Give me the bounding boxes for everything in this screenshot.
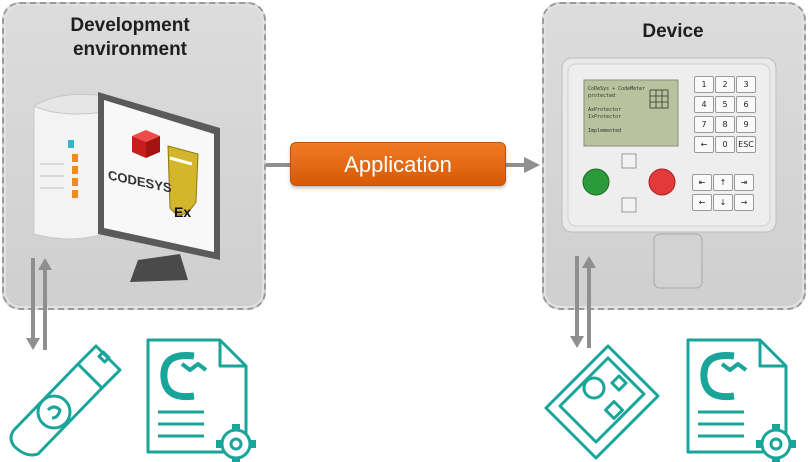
keypad-key: 5: [715, 96, 735, 113]
device-screen-line: Implemented: [588, 128, 622, 134]
keypad-key: ↓: [713, 194, 733, 211]
keypad-key: →: [734, 194, 754, 211]
application-box: Application: [290, 142, 506, 186]
keypad-key: 0: [715, 136, 735, 153]
up-down-arrows-icon: [26, 258, 52, 350]
device-screen-line: [588, 121, 650, 128]
device-screen-line: IxProtector: [588, 114, 622, 120]
keypad-key: 3: [736, 76, 756, 93]
gear-icon: [760, 428, 792, 460]
keypad-key: 2: [715, 76, 735, 93]
gear-icon: [220, 428, 252, 460]
device-screen-line: [588, 100, 650, 107]
cmcard-dongle-icon: [544, 344, 660, 460]
codemeter-license-file-icon: [686, 338, 796, 462]
keypad-key: ⇤: [692, 174, 712, 191]
device-title: Device: [642, 21, 704, 42]
device-navigation-keys: ⇤↑⇥ ←↓→: [692, 174, 754, 211]
keypad-key: ↑: [713, 174, 733, 191]
device-screen-line: protected: [588, 93, 616, 99]
keypad-key: 7: [694, 116, 714, 133]
keypad-key: 4: [694, 96, 714, 113]
keypad-key: 8: [715, 116, 735, 133]
keypad-key: ⇥: [734, 174, 754, 191]
up-down-arrows-icon: [570, 256, 596, 348]
keypad-key: ESC: [736, 136, 756, 153]
title-line-1: Development: [70, 15, 190, 36]
keypad-key: 6: [736, 96, 756, 113]
title-line-2: environment: [72, 39, 188, 60]
keypad-key: 1: [694, 76, 714, 93]
keypad-key: 9: [736, 116, 756, 133]
codemeter-license-file-icon: [146, 338, 256, 462]
arrow-right-icon: [524, 157, 540, 173]
usb-dongle-icon: [9, 344, 122, 457]
keypad-key: ←: [692, 194, 712, 211]
shield-ex-label: Ex: [174, 204, 192, 220]
device-screen-line: CoDeSys + CodeMeter: [588, 86, 646, 92]
development-environment-title: Development environment: [20, 14, 240, 62]
device-screen-line: AxProtector: [588, 107, 622, 113]
keypad-key: ←: [694, 136, 714, 153]
connector-left: [266, 163, 290, 167]
connector-right: [506, 163, 526, 167]
computer-workstation-icon: [32, 92, 220, 282]
